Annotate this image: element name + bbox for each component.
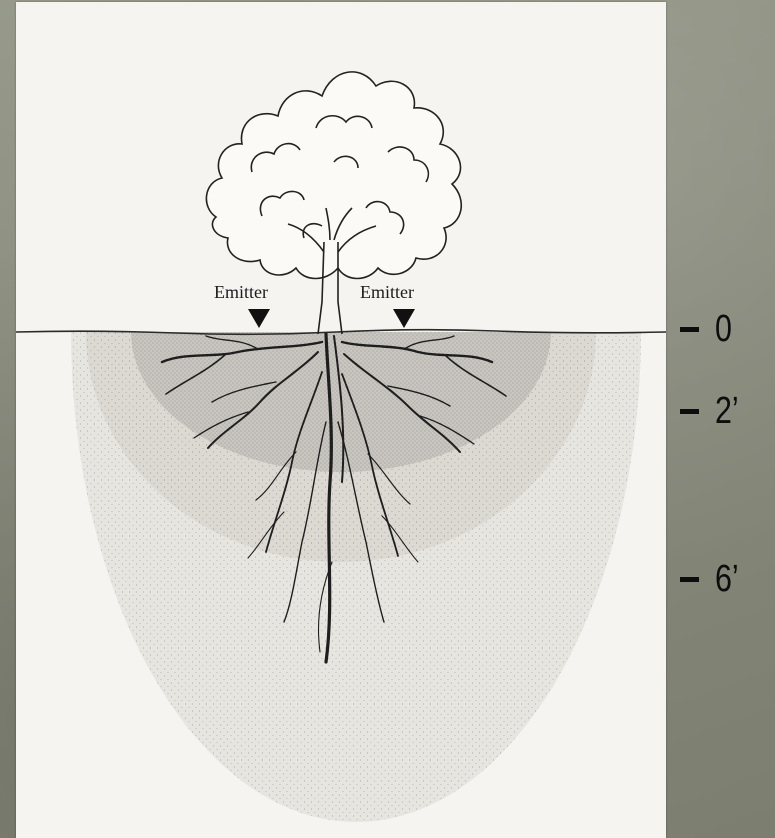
depth-label: 0 [715,308,732,351]
depth-tick [680,409,699,414]
emitter-label-right: Emitter [360,282,414,303]
emitter-label-left: Emitter [214,282,268,303]
depth-label: 2’ [715,390,739,433]
tree-root-diagram [16,2,666,838]
tree-crown [206,72,461,279]
depth-tick [680,577,699,582]
right-emitter-marker [393,309,415,328]
left-emitter-marker [248,309,270,328]
depth-mark-6ft: 6’ [680,554,745,604]
depth-label: 6’ [715,558,739,601]
depth-mark-0: 0 [680,304,736,354]
depth-tick [680,327,699,332]
depth-mark-2ft: 2’ [680,386,745,436]
